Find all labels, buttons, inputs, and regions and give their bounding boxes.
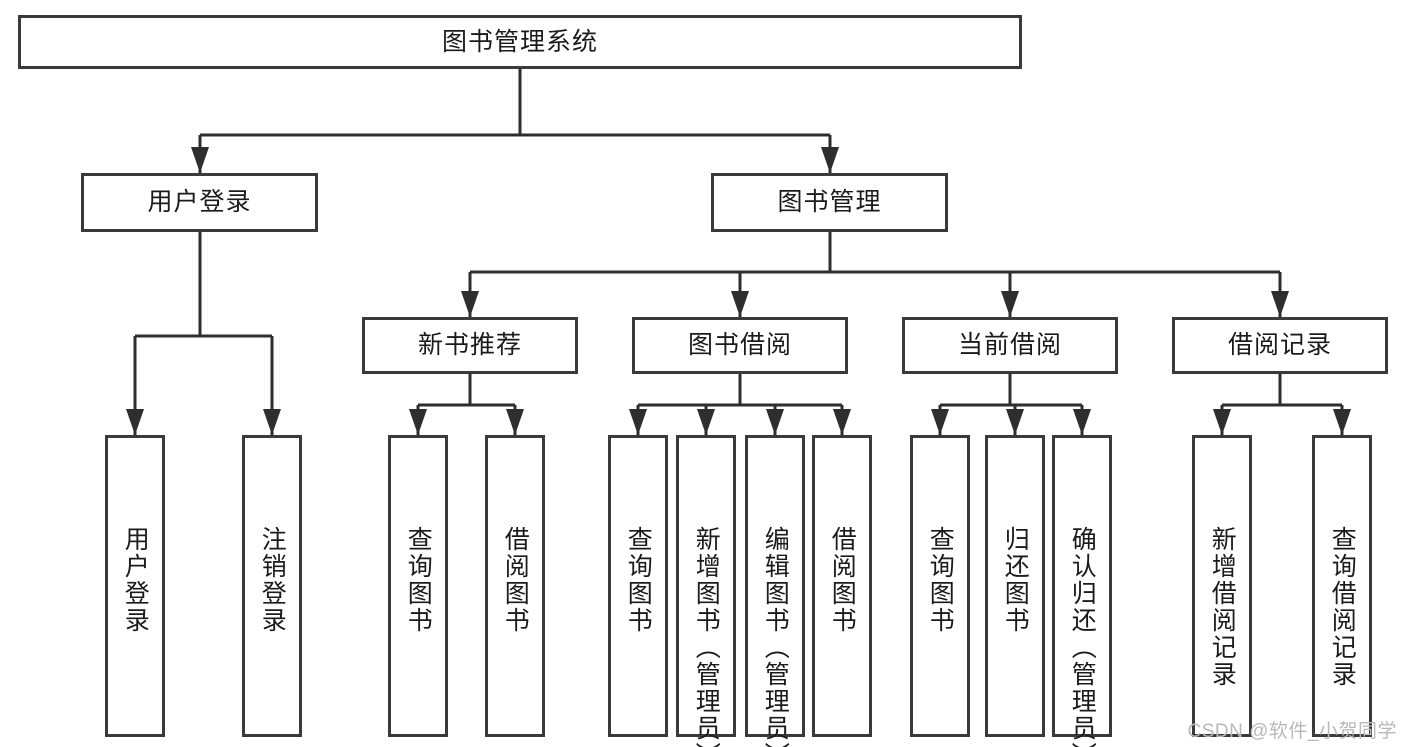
node-label-leaf-query-rec: 查询借阅记录 bbox=[1328, 526, 1357, 688]
node-label-current-borrow: 当前借阅 bbox=[957, 331, 1062, 360]
node-leaf-query-rec[interactable]: 查询借阅记录 bbox=[1312, 435, 1372, 737]
node-book-borrow[interactable]: 图书借阅 bbox=[632, 317, 848, 374]
node-leaf-logout[interactable]: 注销登录 bbox=[242, 435, 302, 737]
node-book-manage[interactable]: 图书管理 bbox=[711, 173, 948, 232]
node-leaf-edit-book[interactable]: 编辑图书（管理员） bbox=[745, 435, 805, 747]
node-leaf-return[interactable]: 归还图书 bbox=[985, 435, 1045, 737]
node-current-borrow[interactable]: 当前借阅 bbox=[902, 317, 1118, 374]
node-label-leaf-confirm: 确认归还（管理员） bbox=[1068, 526, 1097, 747]
node-label-leaf-edit-book: 编辑图书（管理员） bbox=[761, 526, 790, 747]
node-label-leaf-user-login: 用户登录 bbox=[121, 526, 150, 634]
node-label-leaf-add-rec: 新增借阅记录 bbox=[1208, 526, 1237, 688]
node-label-leaf-query-2: 查询图书 bbox=[624, 526, 653, 634]
node-label-leaf-return: 归还图书 bbox=[1001, 526, 1030, 634]
node-label-leaf-query-3: 查询图书 bbox=[926, 526, 955, 634]
node-new-book-rec[interactable]: 新书推荐 bbox=[362, 317, 578, 374]
node-leaf-user-login[interactable]: 用户登录 bbox=[105, 435, 165, 737]
node-label-root: 图书管理系统 bbox=[441, 27, 598, 56]
node-borrow-record[interactable]: 借阅记录 bbox=[1172, 317, 1388, 374]
node-leaf-query-1[interactable]: 查询图书 bbox=[388, 435, 448, 737]
node-root[interactable]: 图书管理系统 bbox=[18, 15, 1022, 69]
node-label-borrow-record: 借阅记录 bbox=[1227, 331, 1332, 360]
node-leaf-borrow-2[interactable]: 借阅图书 bbox=[812, 435, 872, 737]
node-label-user-login: 用户登录 bbox=[147, 188, 252, 217]
node-leaf-confirm[interactable]: 确认归还（管理员） bbox=[1052, 435, 1112, 747]
node-leaf-query-2[interactable]: 查询图书 bbox=[608, 435, 668, 737]
node-label-book-manage: 图书管理 bbox=[777, 188, 882, 217]
node-leaf-borrow-1[interactable]: 借阅图书 bbox=[485, 435, 545, 737]
node-label-book-borrow: 图书借阅 bbox=[687, 331, 792, 360]
node-user-login[interactable]: 用户登录 bbox=[81, 173, 318, 232]
node-leaf-add-rec[interactable]: 新增借阅记录 bbox=[1192, 435, 1252, 737]
node-label-leaf-borrow-2: 借阅图书 bbox=[828, 526, 857, 634]
node-label-leaf-logout: 注销登录 bbox=[258, 526, 287, 634]
node-label-leaf-add-book: 新增图书（管理员） bbox=[692, 526, 721, 747]
node-label-leaf-query-1: 查询图书 bbox=[404, 526, 433, 634]
node-label-new-book-rec: 新书推荐 bbox=[417, 331, 522, 360]
node-leaf-add-book[interactable]: 新增图书（管理员） bbox=[676, 435, 736, 747]
node-leaf-query-3[interactable]: 查询图书 bbox=[910, 435, 970, 737]
node-label-leaf-borrow-1: 借阅图书 bbox=[501, 526, 530, 634]
